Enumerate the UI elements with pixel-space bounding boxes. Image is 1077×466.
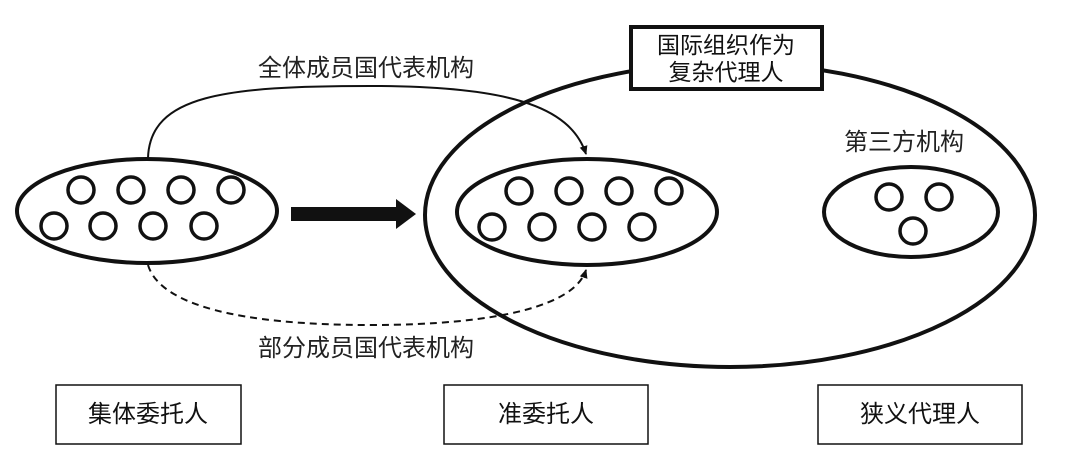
member-circle [477,212,507,242]
member-circle [116,175,146,205]
member-circle [189,211,219,241]
member-circle [216,175,246,205]
bottom-dashed-arrow [147,264,588,327]
member-circle [88,211,118,241]
member-circle [898,216,928,246]
quasi-member-circles [477,176,684,242]
title-box [629,25,824,91]
collective-member-circles [39,175,246,241]
member-circle [138,211,168,241]
thick-arrow [291,199,416,229]
member-circle [504,176,534,206]
third-party-ellipse [822,165,1000,259]
collective-principal-box [55,384,242,445]
member-circle [66,175,96,205]
collective-principal-ellipse [15,157,279,265]
member-circle [554,176,584,206]
member-circle [874,182,904,212]
member-circle [166,175,196,205]
quasi-principal-ellipse [455,157,719,267]
third-party-label: 第三方机构 [844,128,964,156]
member-circle [654,176,684,206]
title-line-2: 复杂代理人 [669,60,784,86]
top-arrow-label: 全体成员国代表机构 [258,54,474,82]
narrow-agent-label: 狭义代理人 [860,400,980,428]
member-circle [527,212,557,242]
bottom-arrow-label: 部分成员国代表机构 [258,334,474,362]
member-circle [924,182,954,212]
member-circle [577,212,607,242]
top-curved-arrow [147,84,588,159]
quasi-principal-box [443,384,649,445]
third-party-member-circles [874,182,954,246]
quasi-principal-label: 准委托人 [498,400,594,428]
title-line-1: 国际组织作为 [657,33,795,59]
member-circle [627,212,657,242]
member-circle [604,176,634,206]
collective-principal-label: 集体委托人 [88,400,208,428]
member-circle [39,211,69,241]
narrow-agent-box [817,384,1023,445]
outer-organization-ellipse [423,61,1037,369]
